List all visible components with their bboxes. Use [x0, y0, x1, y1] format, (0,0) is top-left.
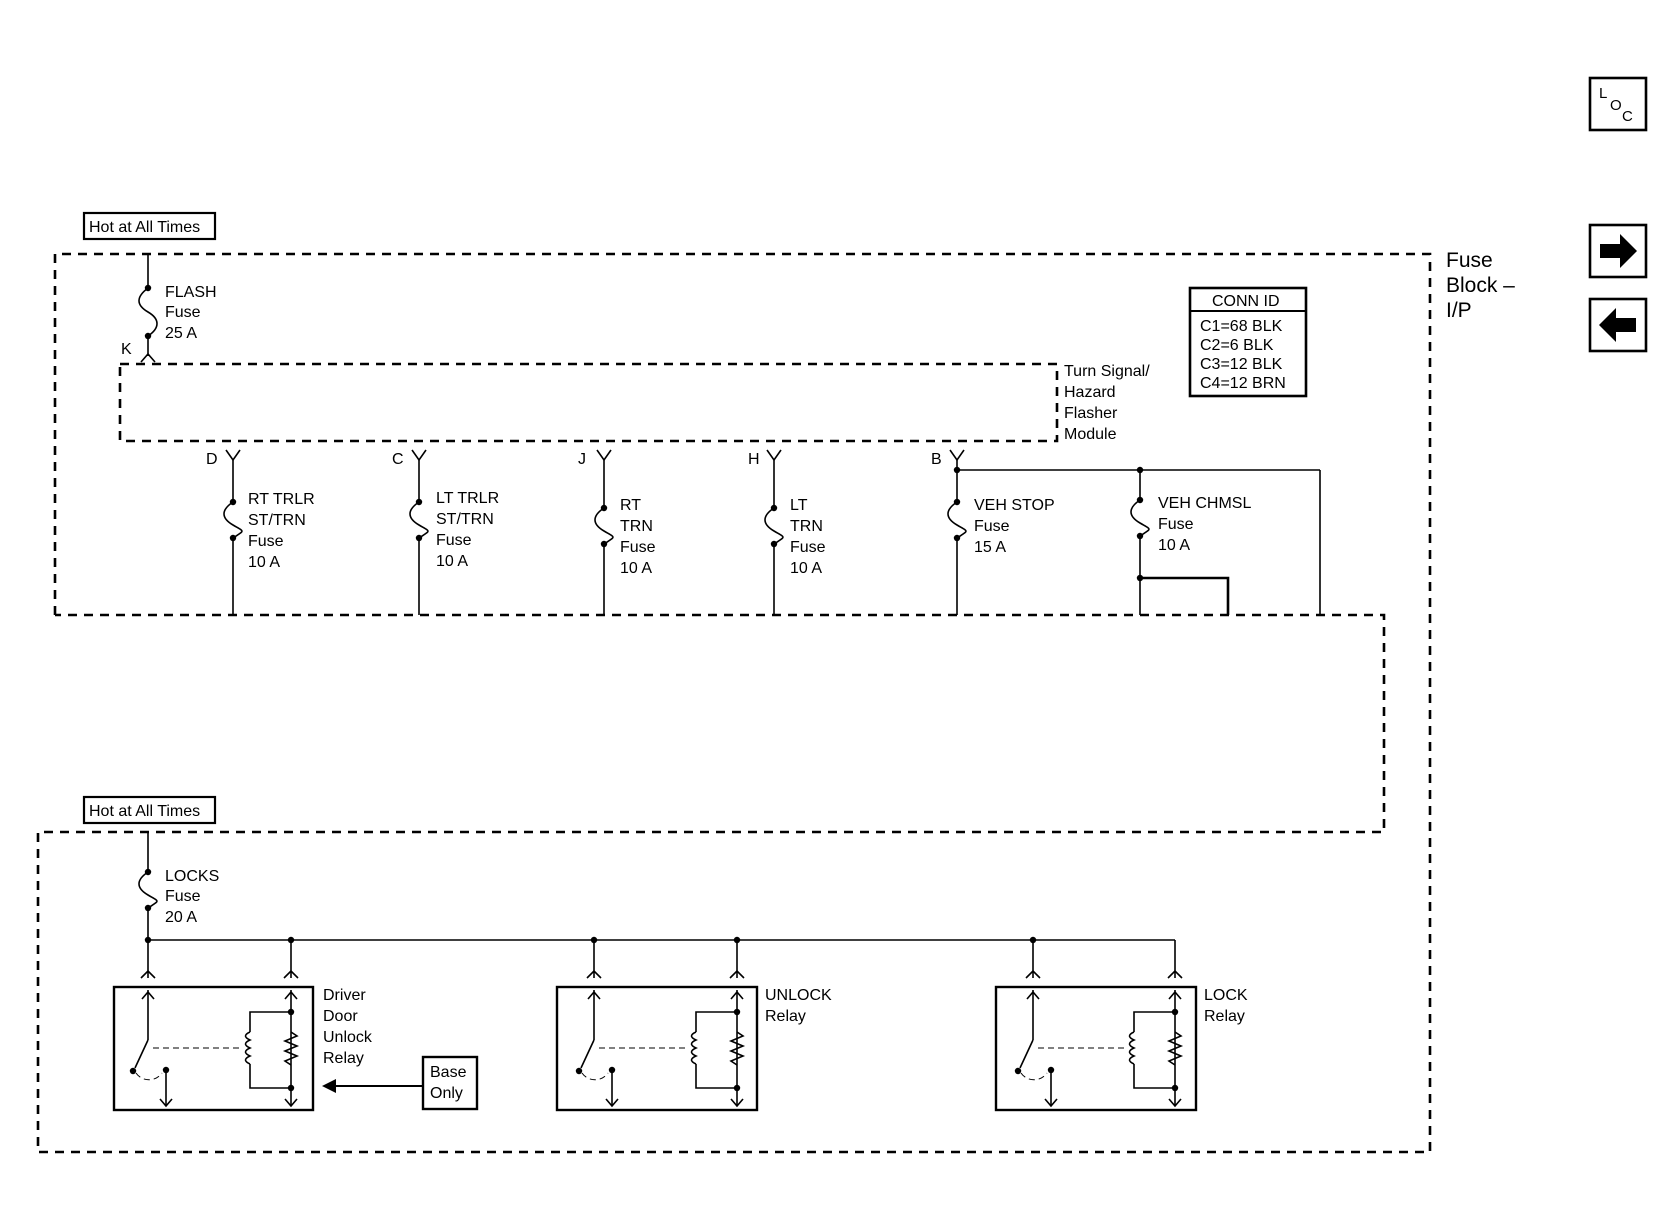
fuse-block-title-line-2: Block –	[1446, 274, 1515, 297]
power-label-top: Hot at All Times	[82, 211, 217, 241]
locks-fuse-type: Fuse	[165, 888, 201, 905]
output-fuse-c: C LT TRLR ST/TRN Fuse 10 A	[392, 449, 499, 615]
flash-fuse-name: FLASH	[165, 284, 217, 301]
output-fuse-label: RT	[620, 497, 641, 514]
output-fuse-terminal: H	[748, 451, 760, 468]
output-fuse-label: VEH STOP	[974, 497, 1055, 514]
conn-id-row: C2=6 BLK	[1200, 337, 1274, 354]
flash-fuse: FLASH Fuse 25 A K	[121, 254, 217, 363]
relay-lock: LOCK Relay	[994, 940, 1248, 1112]
relay-label: UNLOCK	[765, 987, 832, 1004]
output-fuse-terminal: C	[392, 451, 404, 468]
relay-unlock: UNLOCK Relay	[555, 940, 832, 1112]
base-only-callout: Base Only	[322, 1055, 479, 1111]
loc-letter-l: L	[1599, 85, 1607, 102]
relay-label: Relay	[1204, 1008, 1245, 1025]
relay-label: LOCK	[1204, 987, 1248, 1004]
left-arrow-icon	[1599, 308, 1636, 342]
output-fuse-label: RT TRLR	[248, 491, 315, 508]
relay-driver-door-unlock: Driver Door Unlock Relay	[112, 940, 373, 1112]
relay-label: Door	[323, 1008, 358, 1025]
fuse-block-title: Fuse Block – I/P	[1446, 249, 1515, 322]
fuse-block-title-line-1: Fuse	[1446, 249, 1493, 272]
output-fuse-terminal: B	[931, 451, 942, 468]
power-label-bottom-text: Hot at All Times	[89, 803, 200, 820]
flash-fuse-rating: 25 A	[165, 325, 197, 342]
flasher-module-line-2: Hazard	[1064, 384, 1116, 401]
output-fuse-label: 15 A	[974, 539, 1006, 556]
right-arrow-icon	[1600, 234, 1637, 268]
fuse-block-outline	[36, 252, 1432, 1154]
output-fuse-label: ST/TRN	[436, 511, 494, 528]
output-fuse-label: 10 A	[436, 553, 468, 570]
base-only-line-1: Base	[430, 1064, 467, 1081]
relay-label: Relay	[323, 1050, 364, 1067]
conn-id-table: CONN ID C1=68 BLK C2=6 BLK C3=12 BLK C4=…	[1188, 286, 1308, 398]
output-fuse-label: Fuse	[790, 539, 826, 556]
output-fuse-h: H LT TRN Fuse 10 A	[748, 449, 826, 615]
output-fuse-label: ST/TRN	[248, 512, 306, 529]
fuse-block-title-line-3: I/P	[1446, 299, 1472, 322]
power-label-bottom: Hot at All Times	[82, 795, 217, 825]
flasher-module-line-4: Module	[1064, 426, 1117, 443]
conn-id-row: C1=68 BLK	[1200, 318, 1283, 335]
output-fuse-d: D RT TRLR ST/TRN Fuse 10 A	[206, 449, 315, 615]
power-label-top-text: Hot at All Times	[89, 219, 200, 236]
output-fuse-chmsl: VEH CHMSL Fuse 10 A	[1130, 466, 1251, 615]
flasher-module: Turn Signal/ Hazard Flasher Module	[118, 362, 1150, 443]
base-only-line-2: Only	[430, 1085, 463, 1102]
output-fuse-label: LT	[790, 497, 808, 514]
output-fuse-label: 10 A	[1158, 537, 1190, 554]
loc-button[interactable]: L O C	[1588, 76, 1648, 132]
output-fuse-label: TRN	[620, 518, 653, 535]
output-fuse-label: Fuse	[620, 539, 656, 556]
output-fuse-label: VEH CHMSL	[1158, 495, 1251, 512]
flash-fuse-type: Fuse	[165, 304, 201, 321]
output-fuse-label: Fuse	[974, 518, 1010, 535]
locks-fuse-rating: 20 A	[165, 909, 197, 926]
output-fuse-terminal: J	[578, 451, 586, 468]
loc-letter-c: C	[1622, 108, 1633, 125]
locks-fuse: LOCKS Fuse 20 A	[138, 832, 219, 940]
conn-id-row: C4=12 BRN	[1200, 375, 1286, 392]
output-fuse-label: TRN	[790, 518, 823, 535]
back-button[interactable]	[1588, 297, 1648, 353]
locks-fuse-name: LOCKS	[165, 868, 219, 885]
output-fuse-b: B VEH STOP Fuse 15 A	[931, 449, 1321, 615]
output-fuse-terminal: D	[206, 451, 218, 468]
relay-label: Unlock	[323, 1029, 373, 1046]
conn-id-row: C3=12 BLK	[1200, 356, 1283, 373]
output-fuse-label: Fuse	[248, 533, 284, 550]
relay-label: Driver	[323, 987, 366, 1004]
output-fuse-label: Fuse	[1158, 516, 1194, 533]
conn-id-header: CONN ID	[1212, 293, 1280, 310]
output-fuse-j: J RT TRN Fuse 10 A	[578, 449, 656, 615]
output-fuse-label: 10 A	[620, 560, 652, 577]
loc-letter-o: O	[1610, 97, 1622, 114]
output-fuse-label: LT TRLR	[436, 490, 499, 507]
relay-label: Relay	[765, 1008, 806, 1025]
forward-button[interactable]	[1588, 223, 1648, 279]
output-fuse-label: 10 A	[790, 560, 822, 577]
output-fuse-label: 10 A	[248, 554, 280, 571]
output-fuse-label: Fuse	[436, 532, 472, 549]
flash-fuse-terminal: K	[121, 341, 132, 358]
locks-bus	[144, 936, 1176, 978]
flasher-module-line-1: Turn Signal/	[1064, 363, 1150, 380]
flasher-module-line-3: Flasher	[1064, 405, 1118, 422]
